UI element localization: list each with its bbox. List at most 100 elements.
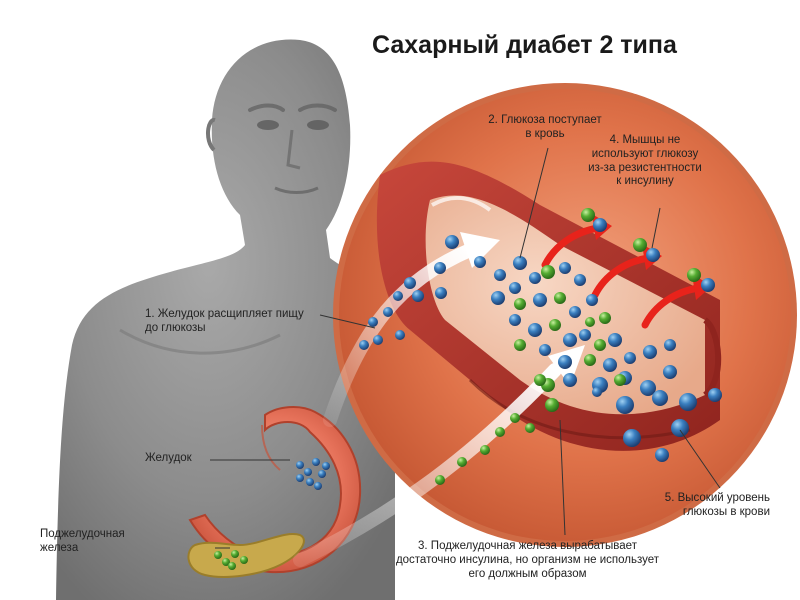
glucose-molecule-icon <box>373 335 383 345</box>
glucose-molecule-icon <box>314 482 322 490</box>
insulin-molecule-icon <box>495 427 505 437</box>
insulin-molecule-icon <box>480 445 490 455</box>
label-step2: 2. Глюкоза поступает в кровь <box>470 114 620 142</box>
insulin-molecule-icon <box>510 413 520 423</box>
insulin-molecule-icon <box>435 475 445 485</box>
label-step1-line: 1. Желудок расщипляет пищу <box>145 308 304 320</box>
glucose-molecule-icon <box>664 339 676 351</box>
insulin-molecule-icon <box>614 374 626 386</box>
glucose-molecule-icon <box>404 277 416 289</box>
glucose-molecule-icon <box>491 291 505 305</box>
glucose-molecule-icon <box>623 429 641 447</box>
label-step1: 1. Желудок расщипляет пищу до глюкозы <box>145 308 304 336</box>
glucose-molecule-icon <box>569 306 581 318</box>
insulin-molecule-icon <box>514 339 526 351</box>
pancreas <box>187 533 305 578</box>
glucose-molecule-icon <box>616 396 634 414</box>
label-pancreas-line: Поджелудочная <box>40 528 125 540</box>
glucose-molecule-icon <box>368 317 378 327</box>
insulin-molecule-icon <box>584 354 596 366</box>
glucose-molecule-icon <box>296 474 304 482</box>
glucose-molecule-icon <box>359 340 369 350</box>
label-step3-line: его должным образом <box>468 567 587 580</box>
glucose-molecule-icon <box>509 314 521 326</box>
glucose-molecule-icon <box>393 291 403 301</box>
glucose-molecule-icon <box>593 218 607 232</box>
insulin-molecule-icon <box>633 238 647 252</box>
glucose-molecule-icon <box>395 330 405 340</box>
insulin-molecule-icon <box>534 374 546 386</box>
glucose-molecule-icon <box>624 352 636 364</box>
glucose-molecule-icon <box>671 419 689 437</box>
insulin-molecule-icon <box>525 423 535 433</box>
label-step4-line: из-за резистентности <box>588 161 702 174</box>
label-step3-line: 3. Поджелудочная железа вырабатывает <box>418 540 637 552</box>
pointer-lines <box>210 147 721 549</box>
label-step5-line: 5. Высокий уровень <box>664 492 770 504</box>
label-step1-line: до глюкозы <box>145 321 206 334</box>
glucose-molecule-icon <box>445 235 459 249</box>
insulin-molecule-icon <box>581 208 595 222</box>
glucose-molecule-icon <box>574 274 586 286</box>
glucose-molecule-icon <box>708 388 722 402</box>
molecules <box>214 208 722 570</box>
glucose-molecule-icon <box>563 373 577 387</box>
label-step2-line: 2. Глюкоза поступает <box>488 114 602 126</box>
glucose-molecule-icon <box>586 294 598 306</box>
glucose-molecule-icon <box>412 290 424 302</box>
label-step4: 4. Мышцы не используют глюкозу из-за рез… <box>570 134 720 189</box>
label-pancreas: Поджелудочная железа <box>40 528 125 556</box>
insulin-molecule-icon <box>457 457 467 467</box>
glucose-molecule-icon <box>529 272 541 284</box>
label-stomach: Желудок <box>145 452 192 464</box>
glucose-molecule-icon <box>663 365 677 379</box>
glucose-molecule-icon <box>559 262 571 274</box>
glucose-molecule-icon <box>608 333 622 347</box>
insulin-molecule-icon <box>222 558 230 566</box>
insulin-molecule-icon <box>554 292 566 304</box>
insulin-molecule-icon <box>594 339 606 351</box>
label-step3-line: достаточно инсулина, но организм не испо… <box>395 553 660 566</box>
glucose-molecule-icon <box>318 470 326 478</box>
insulin-molecule-icon <box>687 268 701 282</box>
label-step5-line: глюкозы в крови <box>682 505 770 518</box>
glucose-molecule-icon <box>652 390 668 406</box>
glucose-molecule-icon <box>528 323 542 337</box>
insulin-molecule-icon <box>240 556 248 564</box>
insulin-molecule-icon <box>541 265 555 279</box>
glucose-molecule-icon <box>592 387 602 397</box>
glucose-molecule-icon <box>296 461 304 469</box>
human-silhouette <box>56 39 395 600</box>
glucose-molecule-icon <box>474 256 486 268</box>
glucose-molecule-icon <box>494 269 506 281</box>
glucose-molecule-icon <box>643 345 657 359</box>
insulin-molecule-icon <box>549 319 561 331</box>
label-step3: 3. Поджелудочная железа вырабатывает дос… <box>385 540 670 581</box>
glucose-molecule-icon <box>679 393 697 411</box>
label-step4-line: к инсулину <box>616 175 674 188</box>
diagram-title: Сахарный диабет 2 типа <box>372 31 677 59</box>
glucose-molecule-icon <box>558 355 572 369</box>
glucose-molecule-icon <box>383 307 393 317</box>
glucose-molecule-icon <box>312 458 320 466</box>
insulin-molecule-icon <box>545 398 559 412</box>
glucose-molecule-icon <box>306 478 314 486</box>
insulin-molecule-icon <box>514 298 526 310</box>
insulin-molecule-icon <box>585 317 595 327</box>
label-step2-line: в кровь <box>525 127 565 140</box>
glucose-molecule-icon <box>539 344 551 356</box>
insulin-molecule-icon <box>228 562 236 570</box>
glucose-molecule-icon <box>513 256 527 270</box>
glucose-molecule-icon <box>640 380 656 396</box>
label-step4-line: используют глюкозу <box>591 147 699 160</box>
insulin-molecule-icon <box>599 312 611 324</box>
glucose-molecule-icon <box>533 293 547 307</box>
glucose-molecule-icon <box>509 282 521 294</box>
glucose-molecule-icon <box>322 462 330 470</box>
glucose-molecule-icon <box>435 287 447 299</box>
label-step4-line: 4. Мышцы не <box>609 134 681 146</box>
label-pancreas-line: железа <box>40 541 79 554</box>
insulin-molecule-icon <box>214 551 222 559</box>
